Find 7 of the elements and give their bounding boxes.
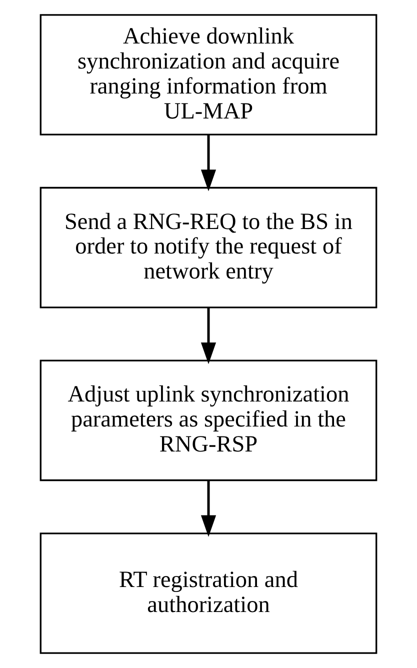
arrow <box>200 134 216 192</box>
node-box: RT registration and authorization <box>40 532 378 654</box>
arrow <box>200 480 216 537</box>
node-box: Send a RNG-REQ to the BS in order to notify the request of network entry <box>40 186 378 308</box>
node-box: Achieve downlink synchronization and acquire ranging information from UL-MAP <box>40 14 378 136</box>
node-box: Adjust uplink synchronization parameters as specified in the RNG-RSP <box>40 360 378 482</box>
arrow <box>200 308 216 364</box>
